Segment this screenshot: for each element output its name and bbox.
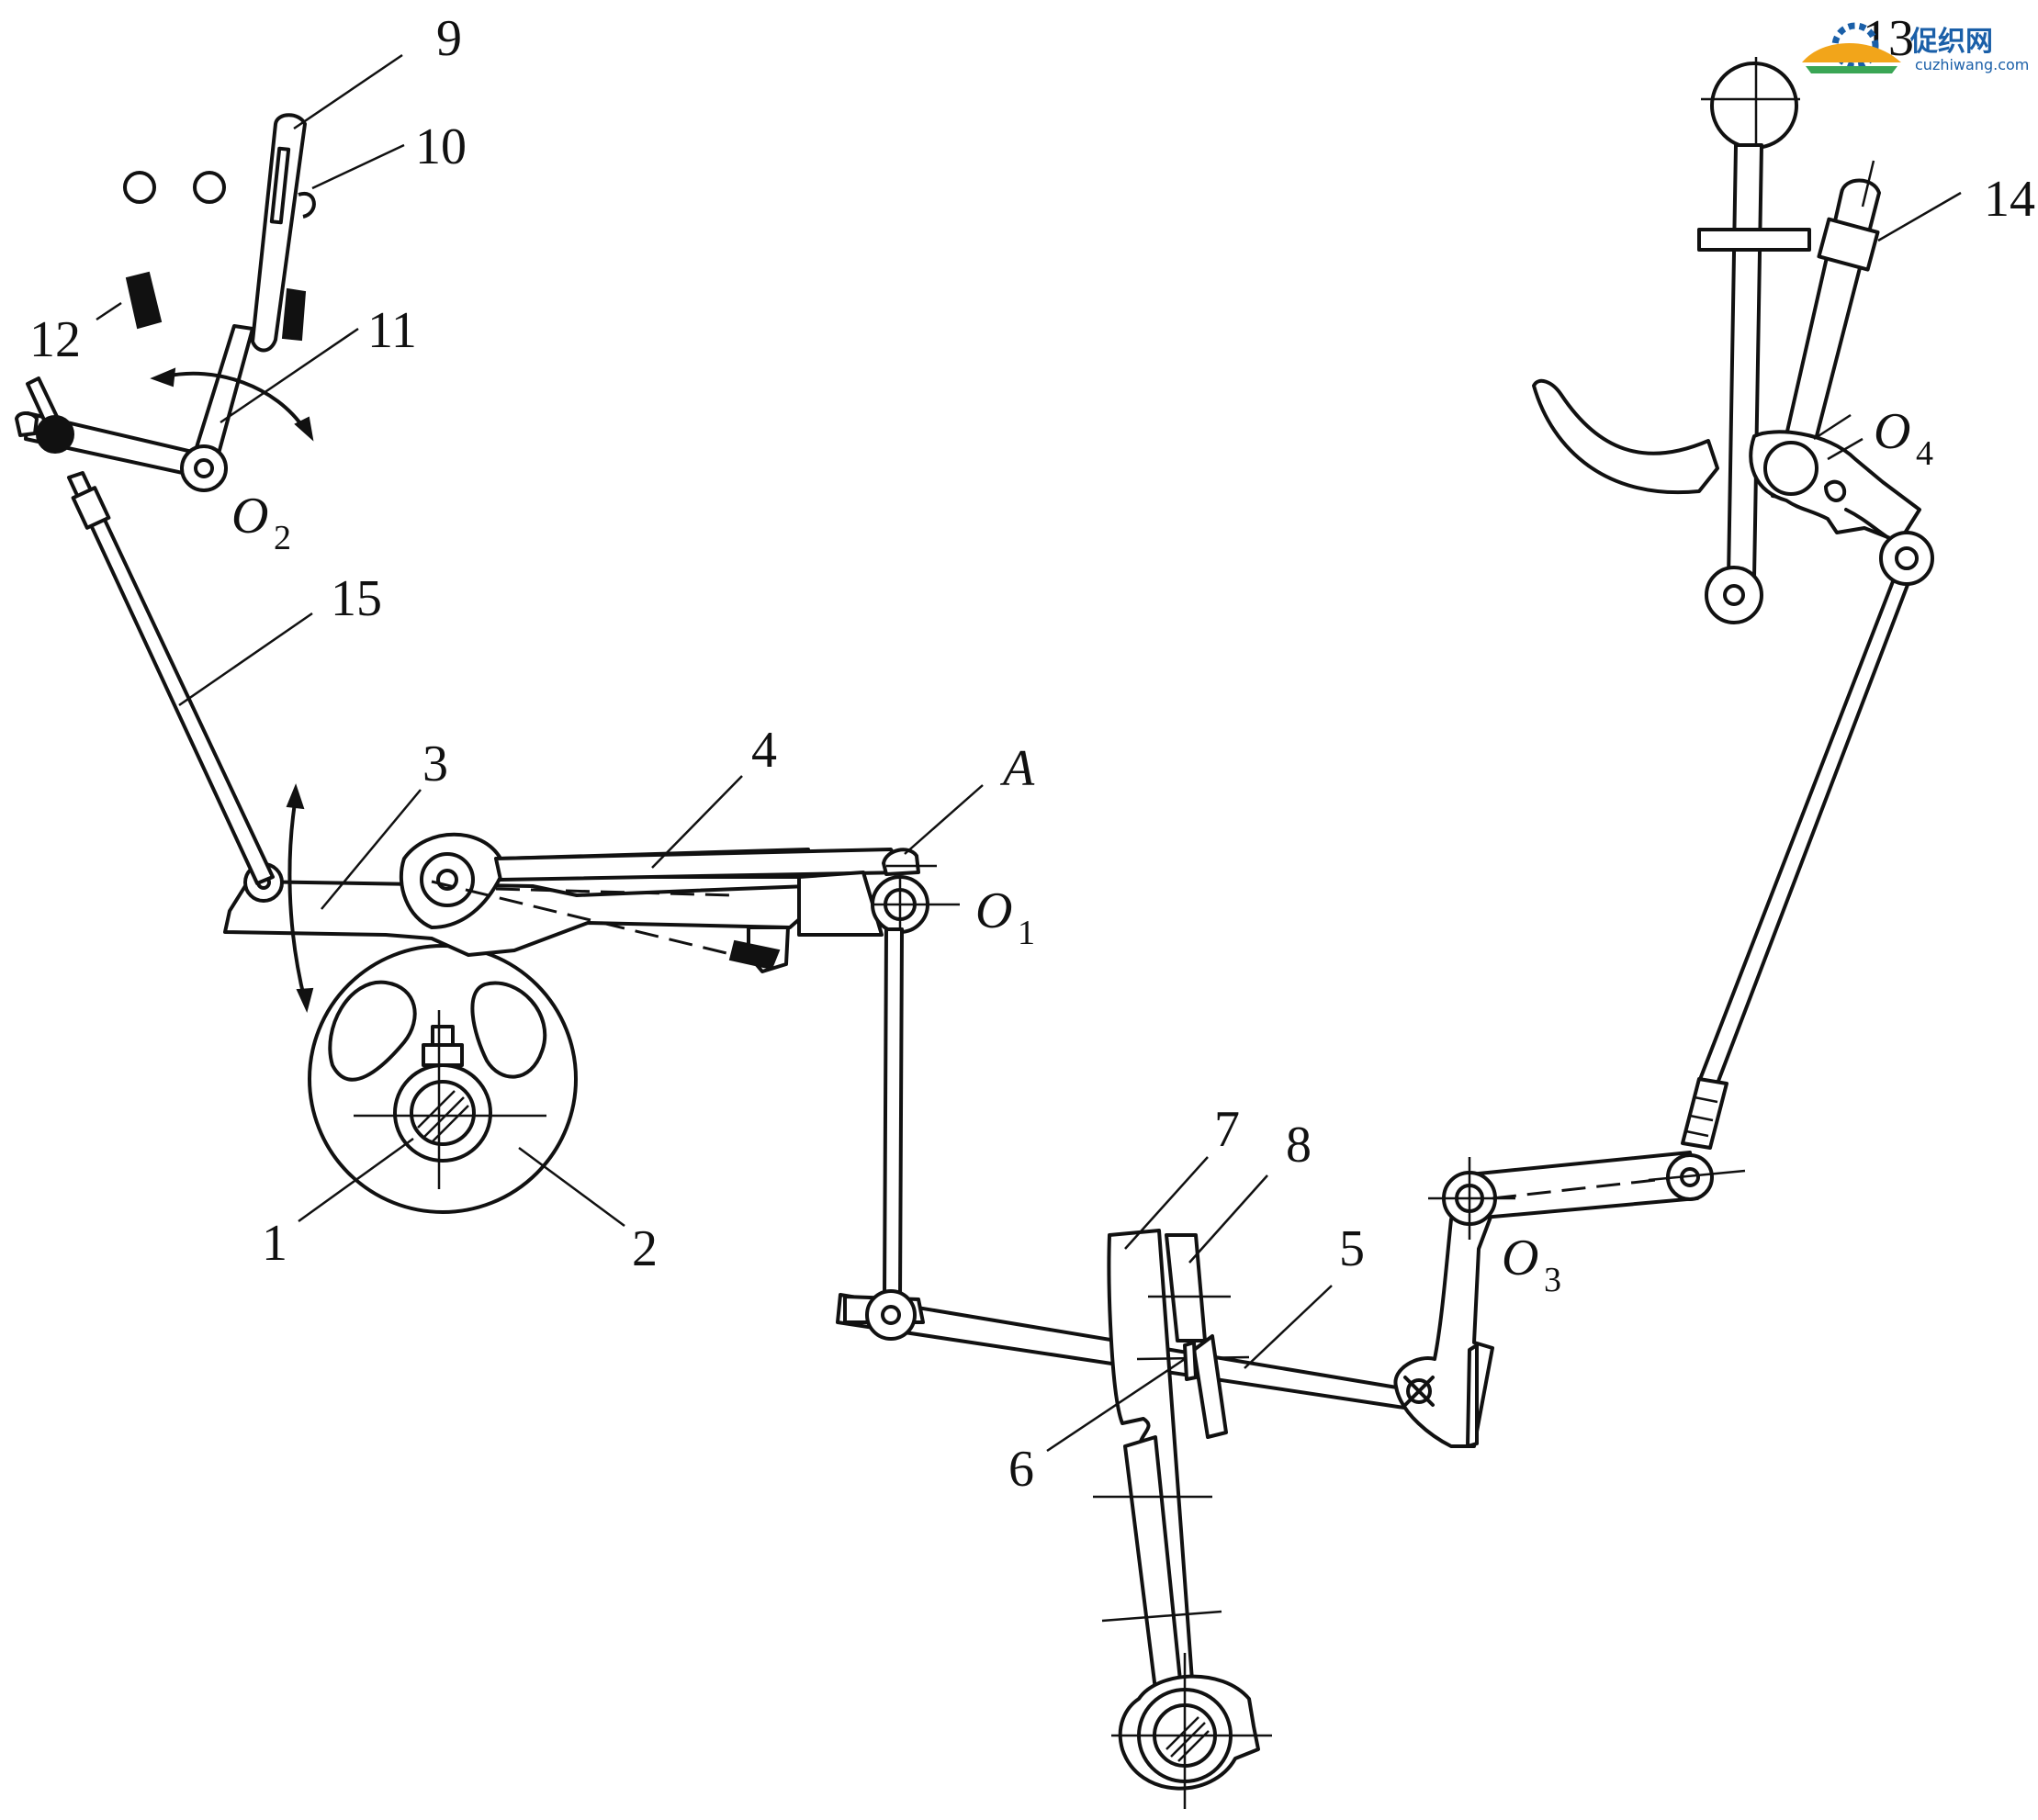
o4-cam: [1749, 413, 1934, 586]
motion-arrow-vertical: [286, 783, 314, 1013]
lever-14: [1771, 160, 1881, 502]
label-6: 6: [1008, 1441, 1034, 1498]
lever-11: [15, 324, 254, 492]
label-10: 10: [415, 118, 467, 175]
part-9: [251, 113, 316, 353]
lever-o3: [1393, 1151, 1746, 1448]
label-11: 11: [367, 302, 417, 359]
bottom-shaft: [1111, 1653, 1272, 1809]
small-circles: [123, 171, 226, 204]
label-12: 12: [29, 311, 81, 368]
label-A: A: [999, 740, 1035, 797]
motion-arrow-curved: [150, 367, 314, 442]
hook-curve: [1532, 378, 1719, 495]
leader-lines: [96, 53, 1962, 1453]
watermark-logo: 促织网 cuzhiwang.com: [1802, 22, 2029, 73]
cam-wheel: [308, 944, 578, 1214]
label-O4: O 4: [1874, 403, 1933, 473]
label-14: 14: [1984, 171, 2035, 228]
part-12: [125, 271, 163, 330]
vertical-rod: [883, 927, 904, 1301]
label-2: 2: [632, 1220, 658, 1277]
long-diagonal-rod: [1681, 558, 1917, 1150]
rod-13: [1697, 57, 1811, 624]
label-O1: O 1: [975, 882, 1035, 952]
svg-text:1: 1: [1018, 914, 1035, 952]
svg-text:4: 4: [1916, 434, 1933, 473]
watermark-name: 促织网: [1909, 26, 1993, 58]
watermark-url: cuzhiwang.com: [1915, 56, 2029, 73]
svg-text:2: 2: [274, 519, 291, 557]
label-O3: O 3: [1502, 1230, 1561, 1299]
label-9: 9: [436, 10, 462, 67]
svg-text:O: O: [975, 882, 1012, 939]
gear-icon: [1802, 22, 1901, 73]
label-8: 8: [1286, 1117, 1312, 1174]
svg-text:O: O: [231, 488, 268, 545]
label-1: 1: [262, 1215, 287, 1272]
label-3: 3: [422, 736, 448, 792]
part-6: [1183, 1334, 1228, 1439]
svg-text:O: O: [1874, 403, 1910, 460]
label-5: 5: [1339, 1220, 1365, 1277]
svg-text:O: O: [1502, 1230, 1538, 1286]
label-7: 7: [1214, 1101, 1240, 1158]
rod-15: [67, 471, 275, 885]
label-O2: O 2: [231, 488, 291, 557]
label-15: 15: [331, 570, 382, 627]
svg-text:3: 3: [1544, 1261, 1561, 1299]
label-4: 4: [751, 722, 777, 779]
